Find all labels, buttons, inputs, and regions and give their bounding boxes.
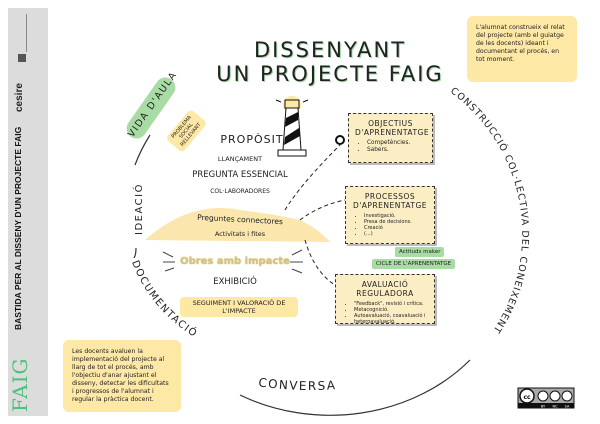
list-item: Competències.: [367, 140, 426, 147]
svg-text:cc: cc: [523, 394, 531, 401]
cycle-label-construccio: CONSTRUCCIÓ COL·LECTIVA DEL CONEIXEMENT: [448, 86, 530, 336]
activitats-fites-label: Activitats i fites: [214, 230, 266, 238]
card-title: PROCESSOS: [364, 192, 416, 201]
svg-text:SA: SA: [565, 405, 570, 409]
actituds-maker-tag: Actituds maker: [395, 247, 445, 257]
list-item: "Feedback", revisió i crítica.: [354, 301, 428, 307]
connector-line: [284, 144, 341, 211]
seguiment-impacte-badge: SEGUIMENT I VALORACIÓ DE L'IMPACTE: [180, 297, 298, 317]
svg-text:NC: NC: [552, 405, 558, 409]
cycle-arc: [133, 247, 137, 259]
obres-impacte-label: Obres amb impacte: [180, 256, 290, 267]
list-item: Sabers.: [367, 147, 426, 154]
card-title: REGULADORA: [356, 289, 414, 298]
pregunta-essencial-label: PREGUNTA ESSENCIAL: [192, 170, 288, 180]
list-item: Investigació.: [364, 213, 428, 219]
card-title: D'APRENENTATGE: [355, 128, 430, 137]
list-item: (...): [364, 231, 428, 237]
cycle-label-ideacio: IDEACIÓ: [132, 183, 145, 235]
highlight-rays-icon: [162, 249, 303, 274]
card-title: AVALUACIÓ: [361, 280, 409, 289]
exhibicio-label: EXHIBICIÓ: [213, 277, 257, 287]
list-item: Autoavaluació, coavaluació i heteroavalu…: [354, 313, 428, 325]
page-title-line1: DISSENYANT: [253, 38, 407, 62]
list-item: Presa de decisions.: [364, 219, 428, 225]
generalitat-logo-icon: [18, 54, 26, 62]
seguiment-line: SEGUIMENT I VALORACIÓ DE: [192, 299, 286, 307]
seguiment-line: L'IMPACTE: [222, 307, 256, 315]
cycle-arc: [239, 359, 471, 416]
generalitat-logo-text: [26, 14, 41, 52]
note-docents: Les docents avaluen la implementació del…: [63, 340, 181, 412]
list-item: Creació: [364, 225, 428, 231]
page-title-line2: UN PROJECTE FAIG: [216, 62, 444, 86]
cycle-arc: [134, 134, 151, 166]
sidebar: [8, 8, 48, 416]
connector-line: [299, 199, 346, 221]
lighthouse-icon: [275, 96, 309, 157]
list-item: Metacognició.: [354, 307, 428, 313]
col-laboradores-label: COL·LABORADORES: [210, 188, 270, 195]
note-alumnat: L'alumnat construeix el relat del projec…: [467, 16, 577, 82]
cycle-label-conversa: CONVERSA: [258, 375, 337, 393]
cc-license-badge: cc BY NC SA: [517, 387, 575, 409]
mountain-shape: [145, 208, 330, 242]
proposit-label: PROPÒSIT: [220, 133, 284, 146]
card-title: D'APRENENTATGE: [352, 201, 428, 210]
llancament-label: LLANÇAMENT: [217, 155, 263, 163]
svg-text:BY: BY: [541, 405, 546, 409]
cicle-aprenentatge-tag: CICLE DE L'APRENENTATGE: [372, 259, 456, 269]
pin-icon: [335, 135, 345, 145]
card-title: OBJECTIUS: [368, 119, 413, 128]
